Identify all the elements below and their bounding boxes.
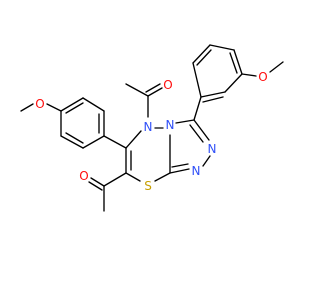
ring-nitrogen-2-label: N [208,142,217,156]
bond-acetyl-c-o [147,87,163,97]
bond-o-aryl-left [46,103,62,112]
bond-right-ring-3-inner [229,52,238,74]
bond-n4-c3 [175,119,195,124]
methoxy-left-oxygen-label: O [35,97,44,111]
bond-c3-n2 [193,119,210,141]
bond-acetyl-c-o-double [145,83,161,93]
bond-right-ring-3 [233,49,243,75]
bond-c7-s [125,172,141,182]
bond-left-ring-5-inner [65,132,84,144]
bond-n1-c8a-inner [171,163,189,168]
bond-methyl-o-left [20,103,34,112]
bond-c3-right-aryl [193,96,202,121]
c-acetyl-oxygen-label: O [79,169,88,183]
bond-n1-c8a [169,168,190,174]
bond-s-c8a [154,172,171,182]
bond-right-aryl-o [241,73,257,77]
ring-nitrogen-3-label: N [166,118,175,132]
methoxy-right-oxygen-label: O [258,70,267,84]
bond-left-ring-4 [82,135,105,149]
ring-sulfur-label: S [144,179,152,193]
bond-c6-n5 [125,130,142,149]
molecule-svg: O O O O N N N N S [20,44,284,212]
bond-right-ring-1-inner [202,96,224,103]
bond-c-acetyl-c-o-double [88,181,103,191]
bond-left-ring-1-inner [65,102,84,114]
bond-left-ring-2 [82,97,105,112]
bond-c-acetyl-c-o [90,177,105,187]
bond-left-aryl-c6 [103,135,127,149]
bond-right-o-methyl [269,61,284,73]
bond-left-ring-5 [60,135,84,149]
molecule-structure-diagram: O O O O N N N N S [20,44,284,212]
atom-label-layer: O O O O N N N N S [35,70,267,193]
bond-right-ring-4 [209,44,235,51]
bond-right-ring-6 [192,62,202,98]
bond-right-ring-2 [224,73,243,93]
ring-nitrogen-4-label: N [144,120,153,134]
bond-layer [20,44,284,212]
bond-c7-acetyl-c [103,172,127,187]
bond-right-ring-5 [192,44,211,64]
bond-c3-n2-inner [189,124,204,143]
bond-right-ring-5-inner [196,49,212,66]
bond-right-ring-1 [200,91,226,98]
bond-left-ring-1 [60,97,84,112]
bond-n2-n1 [202,155,211,167]
ring-nitrogen-1-label: N [192,164,201,178]
bond-acetyl-c-methyl [125,83,149,97]
n-acetyl-oxygen-label: O [163,78,172,92]
